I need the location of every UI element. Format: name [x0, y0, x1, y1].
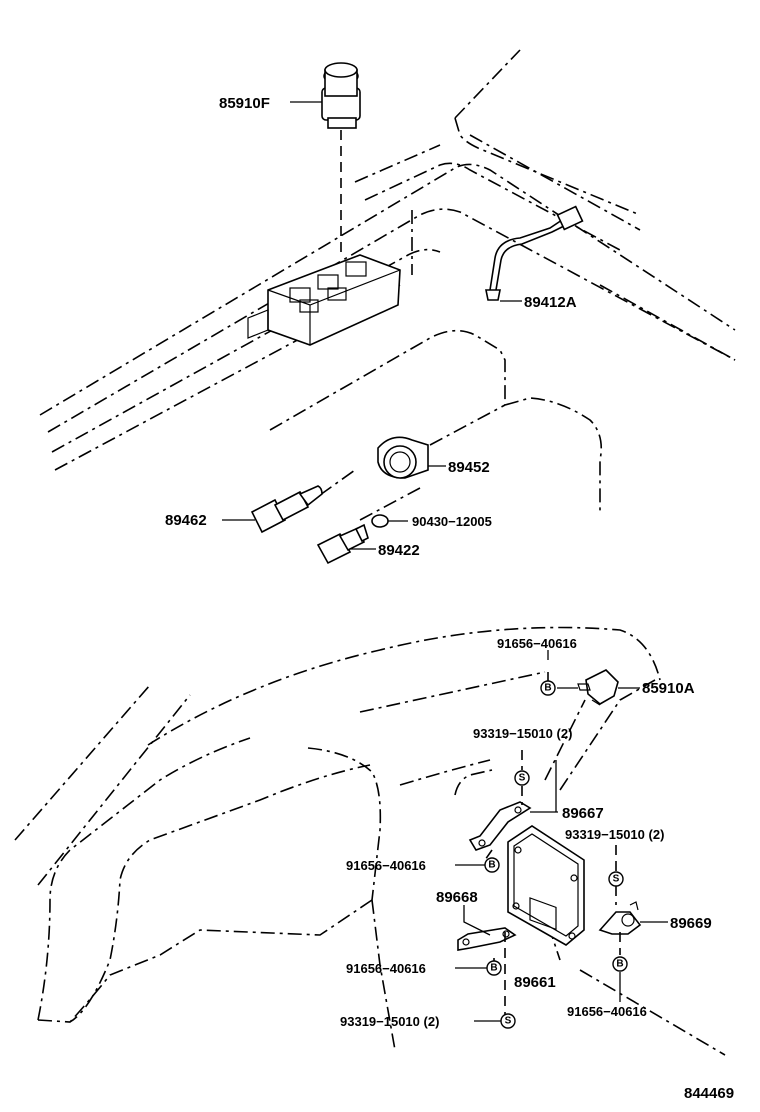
svg-text:B: B — [616, 959, 623, 970]
label-85910A: 85910A — [642, 680, 695, 697]
sensor-89412A[interactable] — [485, 205, 584, 302]
label-89669: 89669 — [670, 915, 712, 932]
label-93319-15010-right: 93319−15010 (2) — [565, 827, 664, 842]
screw-marker-2[interactable]: S — [608, 871, 624, 887]
svg-text:S: S — [519, 773, 526, 784]
screw-marker-3[interactable]: S — [500, 1013, 516, 1029]
label-91656-40616-top: 91656−40616 — [497, 636, 577, 651]
label-91656-40616-mid: 91656−40616 — [346, 858, 426, 873]
dashboard-outline — [14, 626, 726, 1056]
bolt-marker-3[interactable]: B — [612, 956, 628, 972]
label-89462: 89462 — [165, 512, 207, 529]
label-89452: 89452 — [448, 459, 490, 476]
engine-bay-outline — [39, 49, 736, 521]
svg-text:B: B — [544, 683, 551, 694]
label-90430-12005: 90430−12005 — [412, 514, 492, 529]
label-89422: 89422 — [378, 542, 420, 559]
label-89667: 89667 — [562, 805, 604, 822]
screw-marker-1[interactable]: S — [514, 770, 530, 786]
svg-text:S: S — [613, 874, 620, 885]
label-85910F: 85910F — [219, 95, 270, 112]
svg-text:S: S — [505, 1016, 512, 1027]
bracket-89667[interactable] — [468, 760, 558, 851]
label-93319-15010-bottom: 93319−15010 (2) — [340, 1014, 439, 1029]
sensor-89452[interactable] — [377, 436, 446, 479]
ecu-89661[interactable] — [507, 825, 585, 946]
sensor-89462[interactable] — [222, 485, 323, 534]
relay-85910F[interactable] — [321, 62, 361, 255]
relay-block[interactable] — [247, 254, 401, 346]
bolt-marker-4[interactable]: B — [486, 960, 502, 976]
bolt-marker-2[interactable]: B — [484, 857, 500, 873]
label-89412A: 89412A — [524, 294, 577, 311]
gasket-90430[interactable] — [371, 514, 408, 528]
bolt-marker-1[interactable]: B — [540, 680, 556, 696]
label-93319-15010-upper: 93319−15010 (2) — [473, 726, 572, 741]
bracket-89668[interactable] — [457, 905, 517, 951]
sensor-89422[interactable] — [316, 523, 376, 565]
label-91656-40616-lower: 91656−40616 — [346, 961, 426, 976]
label-89668: 89668 — [436, 889, 478, 906]
svg-text:B: B — [488, 860, 495, 871]
relay-85910A[interactable] — [557, 669, 640, 706]
sensor-89669[interactable] — [598, 901, 668, 935]
diagram-number: 844469 — [684, 1085, 734, 1102]
svg-text:B: B — [490, 963, 497, 974]
label-89661: 89661 — [514, 974, 556, 991]
label-leaders — [290, 101, 501, 1022]
label-91656-40616-right: 91656−40616 — [567, 1004, 647, 1019]
